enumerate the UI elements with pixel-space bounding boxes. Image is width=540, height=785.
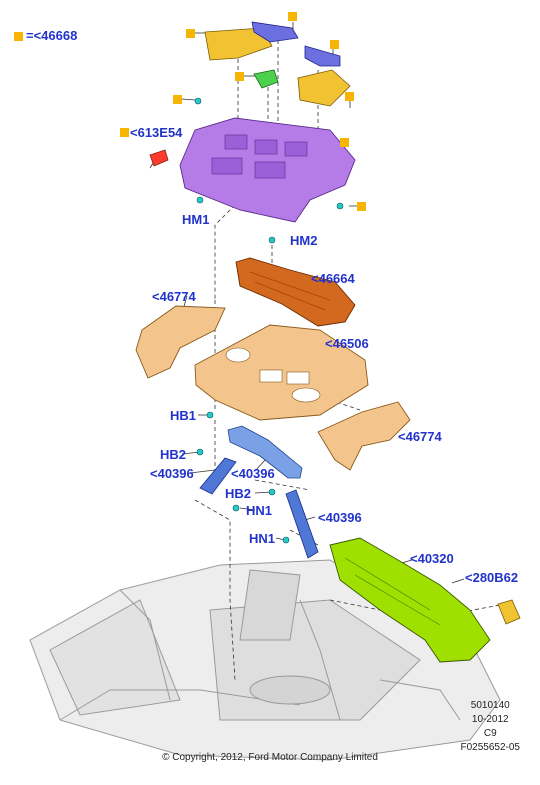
bracket-dark-blue-left (199, 457, 237, 495)
green-clip (253, 69, 279, 89)
bracket-dark-blue-right (285, 489, 319, 559)
trim-panel-mid-blue (304, 45, 341, 67)
bracket-light-blue (227, 425, 303, 479)
legend-text: =<46668 (26, 28, 78, 43)
label-40396-c: <40396 (318, 510, 362, 525)
marker-square-icon (330, 40, 339, 49)
marker-square-icon (288, 12, 297, 21)
reinforcement-ribs (249, 271, 331, 311)
small-yellow-part (497, 599, 521, 625)
meta-line-2: 10-2012 (471, 714, 509, 725)
marker-square-icon (235, 72, 244, 81)
label-280b62: <280B62 (465, 570, 519, 585)
label-40320: <40320 (410, 551, 454, 566)
label-40396-b: <40396 (231, 466, 275, 481)
label-hb1: HB1 (170, 408, 197, 423)
red-component (149, 149, 169, 167)
label-hm1: HM1 (182, 212, 210, 227)
rear-panel-lime (329, 537, 491, 663)
trim-panel-upper-blue (251, 21, 299, 43)
marker-square-icon (173, 95, 182, 104)
marker-square-icon (120, 128, 129, 137)
marker-square-icon (186, 29, 195, 38)
label-46506: <46506 (325, 336, 369, 351)
meta-line-4: F0255652-05 (460, 742, 521, 753)
drawing-metadata: 5010140 10-2012 C9 F0255652-05 (461, 699, 521, 755)
copyright-notice: © Copyright, 2012, Ford Motor Company Li… (162, 752, 378, 763)
label-hb2-top: HB2 (160, 447, 187, 462)
marker-square-icon (357, 202, 366, 211)
legend: =<46668 (14, 29, 77, 43)
fasteners (194, 97, 344, 544)
parcel-shelf-holes (225, 347, 321, 403)
reinforcement-orange (235, 257, 356, 327)
purple-panel-holes (211, 134, 308, 179)
legend-marker-icon (14, 31, 23, 41)
label-40396-a: <40396 (150, 466, 194, 481)
label-46774-top: <46774 (152, 289, 196, 304)
meta-line-3: C9 (483, 728, 497, 739)
parcel-shelf-trim-right (297, 69, 351, 107)
lime-panel-ribs (344, 557, 441, 626)
label-hb2-bottom: HB2 (225, 486, 252, 501)
label-hn1-bottom: HN1 (249, 531, 276, 546)
label-hm2: HM2 (290, 233, 318, 248)
meta-line-1: 5010140 (470, 700, 510, 711)
side-bracket-left-tan (135, 305, 226, 379)
label-46664: <46664 (311, 271, 355, 286)
label-613e54: <613E54 (130, 125, 183, 140)
label-hn1-top: HN1 (246, 503, 273, 518)
marker-square-icon (340, 138, 349, 147)
label-46774-right: <46774 (398, 429, 442, 444)
marker-square-icon (345, 92, 354, 101)
parcel-shelf-trim-left (204, 27, 273, 61)
side-bracket-right-tan (317, 401, 411, 471)
